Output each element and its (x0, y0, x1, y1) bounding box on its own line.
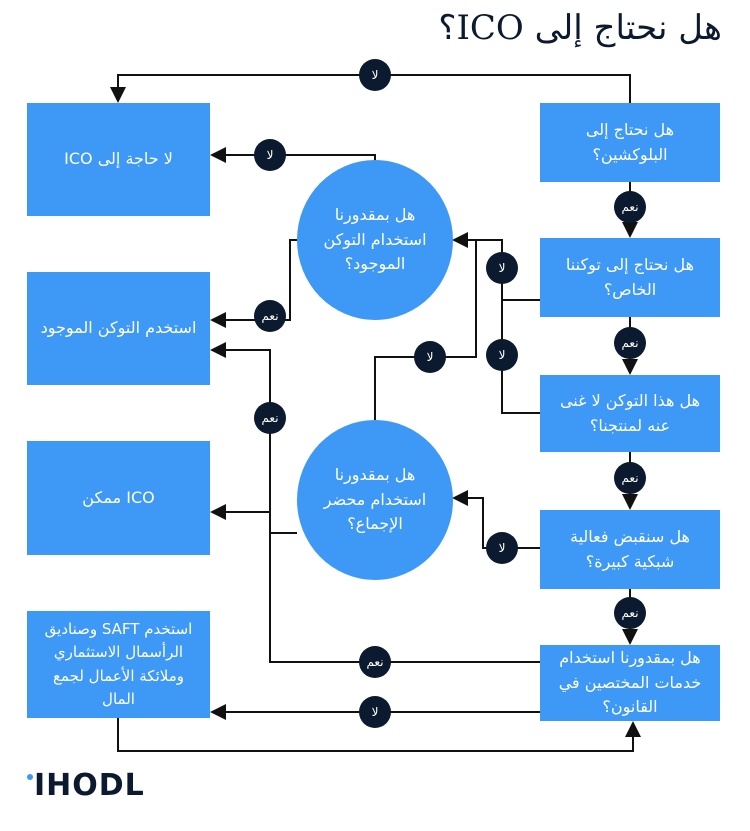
no-badge: لا (486, 252, 518, 284)
yes-badge: نعم (254, 402, 286, 434)
outcome-use-saft: استخدم SAFT وصناديق الرأسمال الاستثماري … (27, 611, 210, 718)
outcome-ico-possible: ICO ممكن (27, 441, 210, 555)
outcome-use-existing-token: استخدم التوكن الموجود (27, 272, 210, 385)
logo: IHODL (27, 768, 145, 803)
no-badge: لا (254, 139, 286, 171)
logo-dot-icon (27, 774, 33, 780)
outcome-no-ico: لا حاجة إلى ICO (27, 103, 210, 216)
no-badge: لا (359, 696, 391, 728)
no-badge: لا (414, 341, 446, 373)
question-token-essential: هل هذا التوكن لا غنى عنه لمنتجنا؟ (540, 375, 720, 452)
page-title: هل نحتاج إلى ICO؟ (438, 8, 722, 48)
question-network-effect: هل سنقبض فعالية شبكية كبيرة؟ (540, 510, 720, 589)
no-badge: لا (486, 532, 518, 564)
yes-badge: نعم (614, 191, 646, 223)
yes-badge: نعم (614, 327, 646, 359)
question-existing-token: هل بمقدورنا استخدام التوكن الموجود؟ (297, 160, 453, 320)
logo-text: IHODL (34, 768, 145, 803)
question-legal-services: هل بمقدورنا استخدام خدمات المختصين في ال… (540, 645, 720, 721)
question-own-token: هل نحتاج إلى توكننا الخاص؟ (540, 238, 720, 317)
no-badge: لا (486, 339, 518, 371)
question-blockchain: هل نحتاج إلى البلوكشين؟ (540, 103, 720, 182)
yes-badge: نعم (614, 462, 646, 494)
no-badge: لا (359, 59, 391, 91)
yes-badge: نعم (359, 646, 391, 678)
question-consensus-protocol: هل بمقدورنا استخدام محضر الإجماع؟ (297, 420, 453, 580)
yes-badge: نعم (254, 300, 286, 332)
yes-badge: نعم (614, 597, 646, 629)
